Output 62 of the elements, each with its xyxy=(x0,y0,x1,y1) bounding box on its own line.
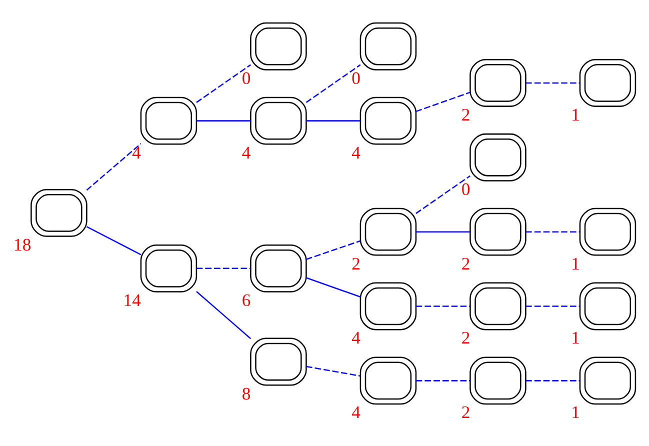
connector xyxy=(196,268,251,270)
node-picture xyxy=(579,356,636,405)
node-label: 4 xyxy=(132,142,141,162)
node-label: 1 xyxy=(571,104,580,124)
connector xyxy=(196,64,251,103)
connector xyxy=(416,231,470,232)
connector xyxy=(306,277,361,298)
connector xyxy=(526,82,580,84)
node-label: 2 xyxy=(461,328,470,348)
node-label: 2 xyxy=(352,253,360,274)
node-picture xyxy=(250,96,307,145)
node-picture xyxy=(470,356,526,405)
connector xyxy=(306,64,361,103)
node-label: 4 xyxy=(242,142,251,162)
node-label: 4 xyxy=(352,142,360,162)
connector xyxy=(416,92,470,112)
node-picture xyxy=(470,282,526,330)
node-picture xyxy=(30,188,88,237)
node-picture xyxy=(470,59,526,107)
node-label: 1 xyxy=(571,328,580,348)
connector xyxy=(416,380,470,382)
node-picture xyxy=(579,282,636,330)
connector xyxy=(306,366,360,377)
node-picture xyxy=(360,208,417,256)
connector xyxy=(306,120,360,122)
node-picture xyxy=(140,244,198,292)
connector xyxy=(86,143,142,191)
node-label: 18 xyxy=(14,234,32,254)
node-label: 0 xyxy=(352,68,360,88)
node-picture xyxy=(140,96,198,145)
node-picture xyxy=(470,208,526,256)
node-label: 1 xyxy=(571,253,580,274)
node-label: 14 xyxy=(123,290,141,310)
node-picture xyxy=(579,59,636,107)
node-label: 8 xyxy=(242,383,251,404)
node-label: 6 xyxy=(242,290,251,310)
node-label: 2 xyxy=(461,104,470,124)
node-picture xyxy=(250,244,307,292)
node-picture xyxy=(360,356,417,405)
node-picture xyxy=(470,133,526,182)
node-picture xyxy=(250,22,307,70)
connector xyxy=(416,306,470,307)
node-picture xyxy=(250,338,307,386)
node-picture xyxy=(360,96,417,145)
connector xyxy=(86,226,142,256)
node-label: 2 xyxy=(461,402,470,422)
node-label: 0 xyxy=(461,178,470,199)
connector xyxy=(196,120,251,122)
node-picture xyxy=(360,282,417,330)
connector xyxy=(196,291,252,340)
node-label: 4 xyxy=(352,328,360,348)
node-label: 0 xyxy=(242,68,251,88)
connector xyxy=(306,240,361,260)
node-label: 2 xyxy=(461,253,470,274)
node-picture xyxy=(579,208,636,256)
connector xyxy=(526,306,580,307)
node-picture xyxy=(360,22,417,70)
node-label: 1 xyxy=(571,402,580,422)
connector xyxy=(416,175,470,214)
connector xyxy=(526,380,580,382)
connector xyxy=(526,231,580,232)
node-label: 4 xyxy=(352,402,360,422)
